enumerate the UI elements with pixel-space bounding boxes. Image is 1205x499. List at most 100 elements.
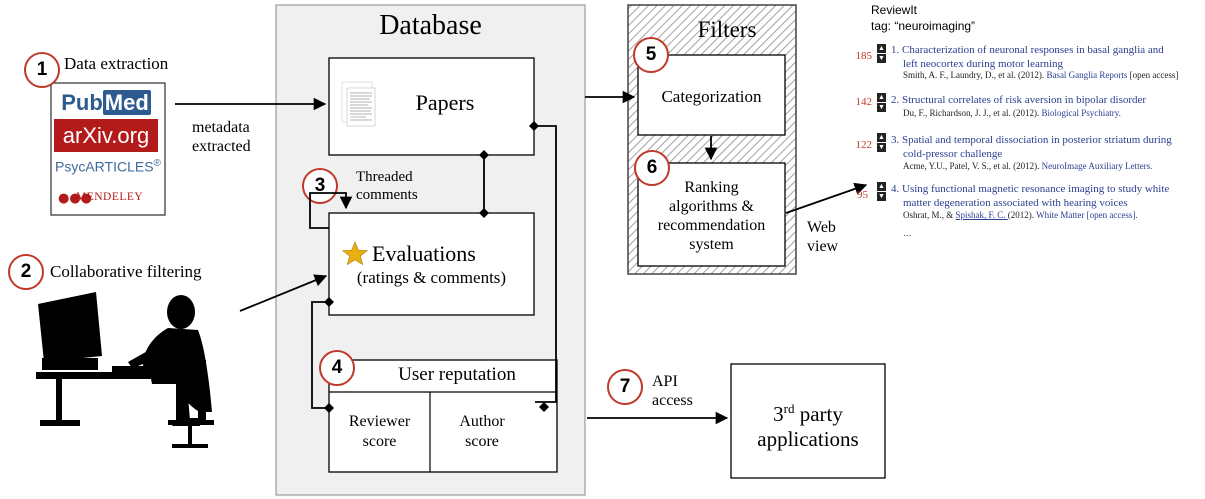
web-view-label: Web view xyxy=(807,218,838,256)
item-3-title[interactable]: 3. Spatial and temporal dissociation in … xyxy=(891,133,1172,161)
diamond-papers-bottom xyxy=(479,150,489,160)
item-4-journal[interactable]: White Matter [open access]. xyxy=(1036,210,1138,220)
ranking-line4: system xyxy=(689,236,734,253)
evaluations-label: Evaluations xyxy=(372,241,476,266)
diamond-author-right xyxy=(539,402,549,412)
filters-title: Filters xyxy=(697,17,757,42)
data-extraction-label: Data extraction xyxy=(64,54,169,73)
item-1-title-line2[interactable]: left neocortex during motor learning xyxy=(903,58,1064,70)
third-party-box xyxy=(730,363,886,479)
papers-label: Papers xyxy=(415,90,475,115)
upvote-icon[interactable]: ▲ xyxy=(877,182,886,191)
evaluations-sublabel: (ratings & comments) xyxy=(356,268,507,287)
reviewer-score-label: Reviewer score xyxy=(329,412,430,452)
step-3-circle xyxy=(302,168,338,204)
evaluations-box xyxy=(328,212,535,316)
metadata-line2: extracted xyxy=(192,138,251,155)
item-3-title-line2[interactable]: cold-pressor challenge xyxy=(903,148,1003,160)
arrow-collab-to-evaluations xyxy=(239,274,328,312)
item-1-title[interactable]: 1. Characterization of neuronal response… xyxy=(891,43,1164,71)
step-1-number: 1 xyxy=(36,59,48,80)
psycarticles-logo: PsycARTICLES® xyxy=(55,158,165,175)
item-4-title[interactable]: 4. Using functional magnetic resonance i… xyxy=(891,182,1169,210)
step-2-number: 2 xyxy=(20,261,32,282)
item-1-extra: [open access] xyxy=(1127,70,1179,80)
item-4-vote[interactable]: ▲▼ xyxy=(877,182,887,202)
author-score-line2: score xyxy=(465,433,499,450)
item-3-authors-text: Acme, Y.U., Patel, V. S., et al. (2012). xyxy=(903,161,1042,171)
item-4-authors-post: (2012). xyxy=(1007,210,1037,220)
ranking-line2: algorithms & xyxy=(669,198,754,215)
step-1-circle xyxy=(24,52,60,88)
diamond-evaluations-left xyxy=(324,297,334,307)
author-score-line1: Author xyxy=(459,413,505,430)
arrow-ranking-to-web xyxy=(785,182,868,214)
item-4-authors-pre: Oshrat, M., & xyxy=(903,210,956,220)
item-4-author-link[interactable]: Spishak, F. C. xyxy=(955,210,1008,220)
downvote-icon[interactable]: ▼ xyxy=(877,192,886,201)
item-2-vote[interactable]: ▲▼ xyxy=(877,93,887,113)
evaluations-reviewer-link xyxy=(311,301,329,409)
item-3-authors: Acme, Y.U., Patel, V. S., et al. (2012).… xyxy=(903,161,1152,172)
item-1-score: 185 xyxy=(855,50,873,62)
reviewer-score-line2: score xyxy=(362,433,397,450)
item-1-journal[interactable]: Basal Ganglia Reports xyxy=(1046,70,1128,80)
step-6-number: 6 xyxy=(646,157,658,178)
step-5-number: 5 xyxy=(645,44,657,65)
item-2-authors-text: Du, F., Richardson, J. J., et al. (2012)… xyxy=(903,108,1042,118)
papers-reputation-link xyxy=(534,125,557,403)
diamond-reviewer-left xyxy=(324,403,334,413)
upvote-icon[interactable]: ▲ xyxy=(877,93,886,102)
upvote-icon[interactable]: ▲ xyxy=(877,133,886,142)
metadata-extracted-label: metadata extracted xyxy=(192,118,251,156)
downvote-icon[interactable]: ▼ xyxy=(877,54,886,63)
reviewit-ellipsis: ... xyxy=(903,228,912,239)
downvote-icon[interactable]: ▼ xyxy=(877,103,886,112)
threaded-comments-line1: Threaded xyxy=(356,169,413,185)
item-4-title-line1[interactable]: 4. Using functional magnetic resonance i… xyxy=(891,183,1170,195)
item-4-score: 95 xyxy=(857,189,868,201)
categorization-label: Categorization xyxy=(661,87,762,106)
threaded-comments-loop xyxy=(309,192,353,229)
metadata-line1: metadata xyxy=(192,119,250,136)
item-3-score: 122 xyxy=(855,139,873,151)
user-at-computer-icon xyxy=(36,292,214,448)
database-title: Database xyxy=(379,10,482,41)
item-3-journal[interactable]: NeuroImage Auxiliary Letters. xyxy=(1041,161,1153,171)
user-reputation-label: User reputation xyxy=(398,364,516,385)
item-2-title-line1[interactable]: 2. Structural correlates of risk aversio… xyxy=(891,94,1147,106)
threaded-comments-label: Threaded comments xyxy=(356,168,418,204)
item-3-title-line1[interactable]: 3. Spatial and temporal dissociation in … xyxy=(891,134,1172,146)
step-4-circle xyxy=(319,350,355,386)
diamond-papers-right xyxy=(529,121,539,131)
third-party-label: 3rd party applications xyxy=(731,396,885,452)
reviewer-score-line1: Reviewer xyxy=(348,413,411,430)
item-2-score: 142 xyxy=(855,96,873,108)
item-2-authors: Du, F., Richardson, J. J., et al. (2012)… xyxy=(903,108,1121,119)
item-4-authors: Oshrat, M., & Spishak, F. C. (2012). Whi… xyxy=(903,210,1138,221)
item-1-title-line1[interactable]: 1. Characterization of neuronal response… xyxy=(891,44,1164,56)
downvote-icon[interactable]: ▼ xyxy=(877,143,886,152)
user-reputation-box xyxy=(328,359,558,473)
item-2-journal[interactable]: Biological Psychiatry. xyxy=(1041,108,1121,118)
item-4-title-line2[interactable]: matter degeneration associated with hear… xyxy=(903,197,1128,209)
ranking-line3: recommendation xyxy=(657,217,766,234)
pubmed-logo: PubMed xyxy=(56,90,156,116)
third-party-party: party xyxy=(794,402,843,426)
reviewit-title: ReviewIt xyxy=(871,3,918,17)
star-icon xyxy=(341,241,369,266)
item-2-title[interactable]: 2. Structural correlates of risk aversio… xyxy=(891,93,1146,107)
step-7-circle xyxy=(607,369,643,405)
mendeley-icon: ●●● xyxy=(58,191,93,206)
item-3-vote[interactable]: ▲▼ xyxy=(877,133,887,153)
mendeley-logo: MENDELEY xyxy=(76,191,144,203)
diamond-evaluations-top xyxy=(479,208,489,218)
api-access-line1: API xyxy=(652,373,678,390)
item-1-authors-text: Smith, A. F., Laundry, D., et al. (2012)… xyxy=(903,70,1047,80)
paper-thumbnail-icon xyxy=(341,81,376,127)
step-3-number: 3 xyxy=(314,175,326,196)
third-party-line1: 3rd party xyxy=(731,396,885,427)
upvote-icon[interactable]: ▲ xyxy=(877,44,886,53)
item-1-vote[interactable]: ▲▼ xyxy=(877,44,887,64)
